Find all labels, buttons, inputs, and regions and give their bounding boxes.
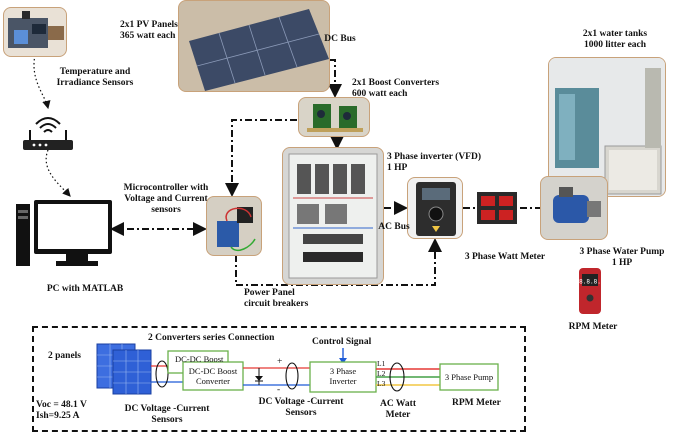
temperature-sensor-photo	[3, 7, 67, 57]
schematic-phase-l3: L3	[377, 379, 386, 388]
schematic-diode	[255, 368, 263, 385]
schematic-voc: Voc = 48.1 V	[36, 400, 87, 410]
router-icon	[23, 117, 73, 150]
schematic-pv-panel-front	[112, 349, 152, 395]
watt-meter-label: 3 Phase Watt Meter	[464, 252, 546, 262]
water-pump-icon	[553, 187, 601, 223]
panel-breakers-icon	[288, 153, 378, 279]
water-tanks-photo	[548, 57, 666, 197]
schematic-isc: Ish=9.25 A	[36, 411, 80, 421]
schematic-ac-watt-meter	[389, 362, 405, 392]
schematic-minus-sign: -	[277, 385, 281, 395]
schematic-dcdc-front-box	[182, 361, 244, 391]
schematic-phase-l2: L2	[377, 369, 386, 378]
ac-bus-label: AC Bus	[378, 222, 410, 232]
power-panel-photo	[282, 147, 384, 285]
dc-bus-label: DC Bus	[324, 34, 356, 44]
rpm-meter-icon: 8.8.8.	[579, 268, 601, 314]
sensor-board-icon	[8, 11, 64, 48]
schematic-control-signal: Control Signal	[312, 337, 372, 347]
pump-photo	[540, 176, 608, 240]
router-pc-link	[45, 149, 71, 197]
schematic-panels-title: 2 panels	[48, 351, 81, 361]
water-tanks-icon	[549, 58, 665, 196]
sensor-router-link	[33, 54, 51, 110]
schematic-dcdc-back-label: DC-DC Boost	[175, 354, 224, 364]
microcontroller-board-icon	[217, 207, 256, 251]
boost-converter-photo	[298, 97, 370, 137]
dc-bus-line-1	[328, 59, 342, 98]
vfd-icon	[416, 182, 456, 236]
rpm-display-readout: 8.8.8.	[579, 279, 601, 286]
inverter-label: 3 Phase inverter (VFD)1 HP	[387, 152, 482, 173]
pc-icon	[16, 200, 112, 266]
pc-label: PC with MATLAB	[46, 284, 124, 294]
schematic-dc-sensor-2	[285, 362, 299, 390]
schematic-frame	[32, 326, 526, 432]
pv-panels-photo	[178, 0, 330, 92]
schematic-pump-box	[439, 363, 499, 391]
schematic-phase-l1: L1	[377, 359, 386, 368]
schematic-pump-label: 3 Phase Pump	[444, 372, 494, 382]
watt-meter-photo	[475, 188, 519, 228]
boost-board-icon	[307, 104, 363, 132]
schematic-plus-sign: +	[277, 357, 283, 367]
schematic-dc-sensor-1	[155, 360, 169, 388]
schematic-rpm-meter-label: RPM Meter	[452, 398, 501, 408]
rpm-meter-device: 8.8.8.	[576, 266, 604, 316]
schematic-series-title: 2 Converters series Connection	[148, 333, 275, 343]
rpm-meter-label: RPM Meter	[568, 322, 618, 332]
inverter-photo	[407, 177, 463, 239]
boost-micro-line	[225, 119, 297, 197]
microcontroller-photo	[206, 196, 262, 256]
watt-meter-icon	[477, 192, 517, 224]
solar-panel-icon	[189, 9, 329, 91]
micro-inverter-feedback-line	[235, 238, 442, 286]
